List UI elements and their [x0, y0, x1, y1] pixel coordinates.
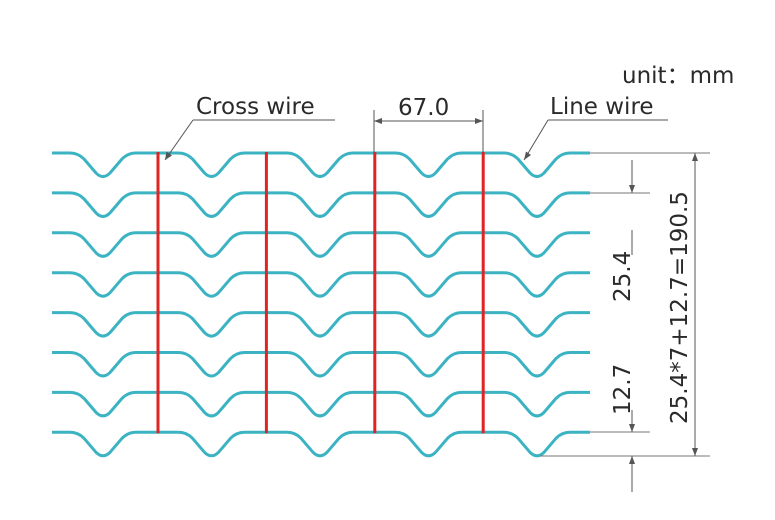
depth-arrowhead-bottom	[629, 456, 635, 464]
cross-wires-group	[156, 152, 485, 434]
height-extension-lines	[540, 152, 710, 457]
cross-wire-callout: Cross wire	[164, 94, 335, 161]
cross-wire-leader-arrowhead	[165, 151, 172, 160]
line-wires-group	[52, 151, 590, 458]
line-wire-1	[52, 151, 590, 178]
cross-wire-spacing-dimension: 67.0	[373, 95, 484, 152]
line-wire-7	[52, 390, 590, 418]
total-height-dimension: 25.4*7+12.7=190.5	[667, 153, 698, 456]
line-wire-5	[52, 311, 590, 338]
depth-label: 12.7	[610, 364, 636, 415]
unit-label: unit：mm	[622, 63, 734, 89]
wave-depth-dimension: 12.7	[610, 364, 636, 492]
pitch-arrowhead	[629, 185, 635, 193]
total-height-arrowhead-bottom	[692, 448, 698, 456]
cross-wire-leader-line	[164, 119, 194, 161]
line-wire-3	[52, 231, 590, 258]
spacing-label: 67.0	[398, 95, 449, 121]
line-wire-leader-arrowhead	[524, 151, 531, 160]
line-wire-4	[52, 271, 590, 298]
line-wire-pitch-dimension: 25.4	[610, 160, 636, 302]
total-height-label: 25.4*7+12.7=190.5	[667, 191, 693, 424]
cross-wire-label: Cross wire	[196, 94, 315, 120]
total-height-arrowhead-top	[692, 153, 698, 161]
spacing-arrowhead-left	[374, 118, 382, 124]
depth-arrowhead-top	[629, 424, 635, 432]
line-wire-callout: Line wire	[523, 94, 668, 161]
line-wire-6	[52, 351, 590, 378]
line-wire-2	[52, 191, 590, 218]
spacing-arrowhead-right	[475, 118, 483, 124]
line-wire-8	[52, 430, 590, 458]
line-wire-label: Line wire	[550, 94, 654, 120]
pitch-label: 25.4	[610, 251, 636, 302]
